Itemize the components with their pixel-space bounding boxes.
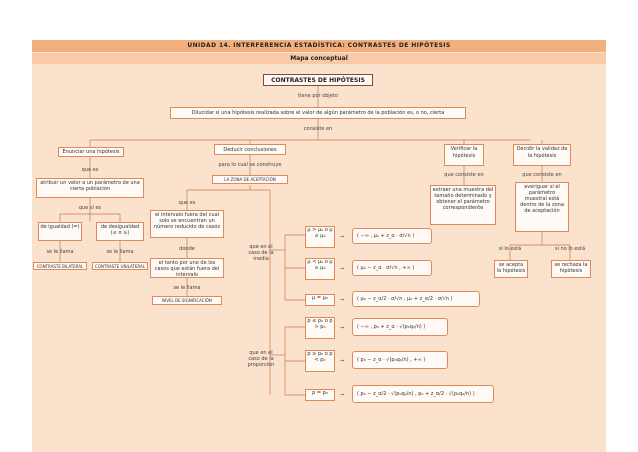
proporcion-arrow-3: ⇒: [340, 392, 345, 398]
hypothesis-definition: atribuir un valor a un parámetro de una …: [36, 178, 144, 198]
proporcion-arrow-2: ⇒: [340, 358, 345, 364]
media-formula-1: ( −∞ , μ₀ + z_α · σ/√n ): [352, 228, 432, 244]
link-donde: donde: [179, 246, 195, 252]
link-que-es-left: que es: [81, 167, 99, 173]
media-condition-2: μ < μ₀ o μ ≥ μ₀: [305, 258, 335, 280]
inequality-box: de desigualdad (≤ o ≥): [96, 222, 144, 241]
step-enunciar: Enunciar una hipótesis: [58, 147, 124, 157]
objective-box: Dilucidar si una hipótesis realizada sob…: [170, 107, 466, 119]
media-condition-1: μ > μ₀ o μ ≤ μ₀: [305, 226, 335, 248]
step-decidir: Decidir la validez de la hipótesis: [513, 144, 571, 166]
significance-level-tag: NIVEL DE SIGNIFICACIÓN: [152, 296, 222, 305]
verify-description: extraer una muestra del tamaño determina…: [430, 185, 496, 225]
link-si-lo-esta: si lo está: [498, 246, 522, 252]
link-para-lo-cual: para lo cual se construye: [218, 162, 282, 168]
link-caso-proporcion: que en el caso de la proporción: [247, 350, 275, 368]
map-subtitle: Mapa conceptual: [32, 53, 606, 64]
media-formula-3: ( μ₀ − z_α/2 · σ/√n , μ₀ + z_α/2 · σ/√n …: [352, 291, 480, 307]
proporcion-formula-3: ( p₀ − z_α/2 · √(p₀q₀/n) , p₀ + z_α/2 · …: [352, 385, 494, 403]
proporcion-formula-2: ( p₀ − z_α · √(p₀q₀/n) , +∞ ): [352, 351, 448, 369]
root-concept-box: CONTRASTES DE HIPÓTESIS: [263, 74, 373, 86]
proporcion-arrow-1: ⇒: [340, 325, 345, 331]
acceptance-zone-tag: LA ZONA DE ACEPTACIÓN: [212, 175, 288, 184]
link-que-es-middle: que es: [178, 200, 196, 206]
link-caso-media: que en el caso de la media: [248, 244, 274, 262]
decide-description: averiguar si el parámetro muestral está …: [515, 182, 569, 232]
bilateral-contrast-tag: CONTRASTE BILATERAL: [33, 262, 87, 270]
proporcion-formula-1: ( −∞ , p₀ + z_α · √(p₀q₀/n) ): [352, 318, 448, 336]
link-si-no-lo-esta: si no lo está: [554, 246, 586, 252]
link-se-le-llama-1: se le llama: [46, 249, 74, 255]
link-decidir-consiste: que consiste en: [522, 172, 562, 178]
proporcion-condition-1: p ≤ p₀ o p > p₀: [305, 317, 335, 339]
media-arrow-2: ⇒: [340, 266, 345, 272]
reject-hypothesis-box: se rechaza la hipótesis: [551, 260, 591, 278]
link-consiste-en: consiste en: [303, 126, 333, 132]
link-que-si-es: que si es: [78, 205, 102, 211]
proporcion-condition-3: p = p₀: [305, 389, 335, 401]
media-formula-2: ( μ₀ − z_α · σ/√n , +∞ ): [352, 260, 432, 276]
interval-definition: el intervalo fuera del cual solo se encu…: [150, 210, 224, 238]
link-se-le-llama-middle: se le llama: [173, 285, 201, 291]
link-tiene-por-objeto: tiene por objeto: [298, 93, 338, 99]
link-verificar-consiste: que consiste en: [444, 172, 484, 178]
link-se-le-llama-2: se le llama: [106, 249, 134, 255]
accept-hypothesis-box: se acepta la hipótesis: [494, 260, 528, 278]
proporcion-condition-2: p ≥ p₀ o p < p₀: [305, 350, 335, 372]
step-deducir: Deducir conclusiones: [214, 144, 286, 155]
unilateral-contrast-tag: CONTRASTE UNILATERAL: [92, 262, 148, 270]
equality-box: de igualdad (=): [38, 222, 82, 241]
tanto-por-uno-definition: el tanto por uno de los casos que están …: [150, 258, 224, 278]
media-condition-3: μ = μ₀: [305, 294, 335, 306]
unit-title: UNIDAD 14. INTERFERENCIA ESTADÍSTICA: CO…: [32, 40, 606, 52]
media-arrow-3: ⇒: [340, 297, 345, 303]
step-verificar: Verificar la hipótesis: [444, 144, 484, 166]
media-arrow-1: ⇒: [340, 234, 345, 240]
